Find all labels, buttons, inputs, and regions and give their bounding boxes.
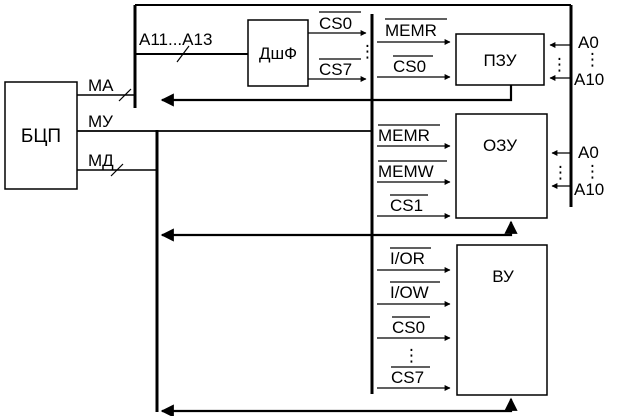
- data-bus-label: МД: [88, 151, 114, 170]
- cpu-block: БЦП: [4, 81, 78, 190]
- decoder-outputs: CS0 ⋮ CS7: [308, 11, 376, 82]
- ram-label: ОЗУ: [483, 136, 517, 155]
- io-label: ВУ: [492, 267, 514, 286]
- address-bus-label: МА: [88, 76, 114, 95]
- io-ior-label: I/OR: [390, 249, 425, 268]
- ram-inner-dots: ⋮: [552, 163, 569, 182]
- ram-control-inputs: MEMR MEMW CS1: [377, 124, 451, 219]
- decoder-out-dots: ⋮: [359, 42, 376, 61]
- decoder-out-cs0: CS0: [319, 14, 352, 33]
- data-bus: [155, 85, 518, 416]
- rom-address-inputs: ⋮ A0 ⋮ A10: [549, 33, 604, 89]
- rom-control-inputs: MEMR CS0: [377, 18, 451, 80]
- io-cs0-label: CS0: [392, 318, 425, 337]
- data-bus-stub: МД: [77, 151, 157, 177]
- ram-memr-label: MEMR: [378, 126, 430, 145]
- ram-block: ОЗУ: [455, 113, 548, 219]
- rom-label: ПЗУ: [483, 51, 516, 70]
- cpu-label: БЦП: [21, 126, 61, 147]
- address-bus: A11...A13: [133, 4, 573, 207]
- rom-a10-label: A10: [574, 70, 604, 89]
- ram-a0-label: A0: [578, 143, 599, 162]
- io-cs7-label: CS7: [391, 368, 424, 387]
- decoder-out-cs7: CS7: [319, 60, 352, 79]
- rom-addr-dots: ⋮: [584, 50, 601, 69]
- rom-cs0-label: CS0: [393, 57, 426, 76]
- io-iow-label: I/OW: [390, 283, 429, 302]
- ram-memw-label: MEMW: [378, 162, 434, 181]
- io-block: ВУ: [456, 244, 548, 396]
- address-range-label: A11...A13: [139, 30, 212, 49]
- rom-a0-label: A0: [578, 33, 599, 52]
- control-bus-label: МУ: [88, 112, 113, 131]
- control-bus-stub: МУ: [77, 112, 372, 132]
- decoder-block: ДшФ: [247, 19, 309, 87]
- address-bus-stub: МА: [77, 76, 135, 102]
- decoder-label: ДшФ: [259, 44, 297, 63]
- rom-inner-dots: ⋮: [551, 55, 568, 74]
- io-cs-dots: ⋮: [403, 346, 420, 365]
- rom-block: ПЗУ: [455, 33, 545, 86]
- ram-cs1-label: CS1: [390, 196, 423, 215]
- ram-addr-dots: ⋮: [584, 162, 601, 181]
- rom-memr-label: MEMR: [385, 21, 437, 40]
- ram-address-inputs: ⋮ A0 ⋮ A10: [551, 143, 604, 199]
- ram-a10-label: A10: [574, 180, 604, 199]
- io-control-inputs: I/OR I/OW CS0 ⋮ CS7: [377, 247, 451, 391]
